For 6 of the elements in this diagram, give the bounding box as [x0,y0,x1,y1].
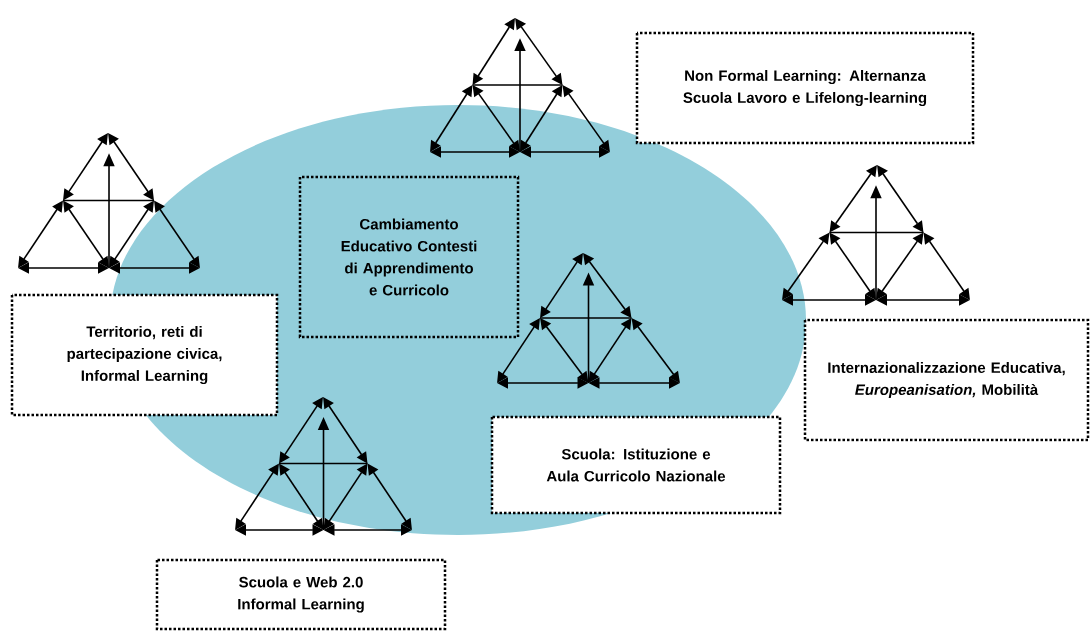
text-box: Scuola e Web 2.0 Informal Learning [155,558,447,631]
text-box: Cambiamento Educativo Contesti di Apprendimento e Curricolo [298,175,520,339]
text-box: Territorio, reti di partecipazione civica, Informal Learning [10,293,279,417]
text-box: Scuola: Istituzione e Aula Curricolo Nazionale [490,415,782,515]
text-box: Internazionalizzazione Educativa, Europeanisation, Mobilità [803,318,1090,442]
text-box: Non Formal Learning: Alternanza Scuola Lavoro e Lifelong-learning [635,31,975,145]
